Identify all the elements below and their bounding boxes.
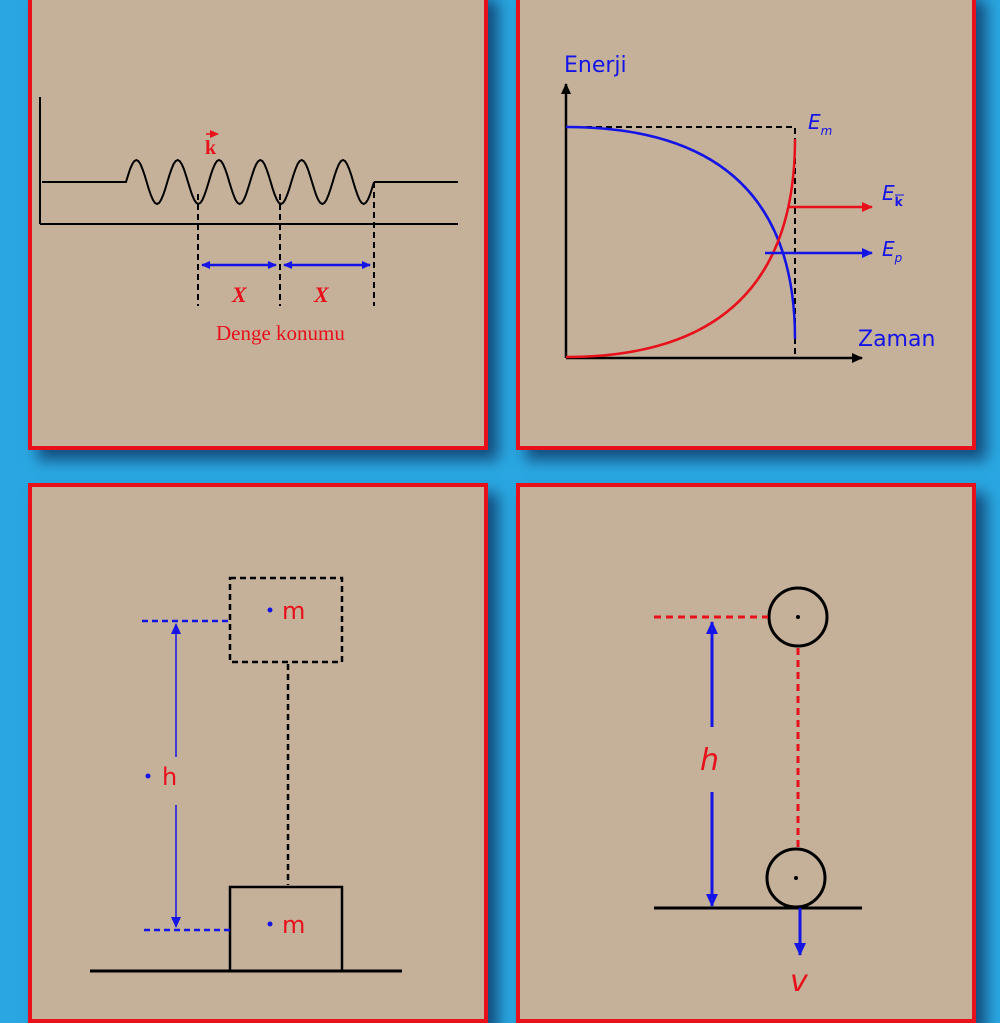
x-axis-label: Zaman <box>858 327 935 352</box>
equilibrium-label: Denge konumu <box>216 321 345 345</box>
top-mass-dot <box>267 607 273 613</box>
spring-panel: k X X Denge konumu <box>28 0 488 450</box>
height-label: h <box>162 763 177 791</box>
ball-top <box>767 586 829 648</box>
ball-bottom-center <box>794 876 798 880</box>
potential-energy-curve <box>565 125 797 340</box>
potential-energy-label: Ep <box>882 237 903 265</box>
spring-diagram: k X X Denge konumu <box>39 97 458 345</box>
energy-graph-panel: Enerji Zaman Em Ek Ep <box>516 0 976 450</box>
bottom-mass-label: m <box>282 911 305 939</box>
falling-ball-panel: h v <box>516 483 976 1023</box>
kinetic-energy-label: Ek <box>882 181 904 209</box>
energy-graph: Enerji Zaman Em Ek Ep <box>561 53 935 363</box>
bottom-mass-dot <box>267 921 273 927</box>
ball-top-center <box>796 615 800 619</box>
displacement-label-right: X <box>313 282 330 307</box>
top-block-dashed <box>228 576 344 664</box>
spring <box>42 158 375 206</box>
height-dot <box>145 773 151 779</box>
ball-diagram: h v <box>654 586 862 999</box>
top-mass-label: m <box>282 597 305 625</box>
y-axis-label: Enerji <box>564 53 627 78</box>
block-height-panel: m m h <box>28 483 488 1023</box>
kinetic-energy-curve <box>565 138 797 359</box>
spring-constant-label: k <box>205 137 217 159</box>
velocity-label: v <box>790 964 809 999</box>
mechanical-energy-label: Em <box>808 110 832 138</box>
height-label: h <box>700 743 719 778</box>
displacement-label-left: X <box>231 282 248 307</box>
total-energy-dashed <box>566 126 796 356</box>
block-diagram: m m h <box>90 576 402 973</box>
